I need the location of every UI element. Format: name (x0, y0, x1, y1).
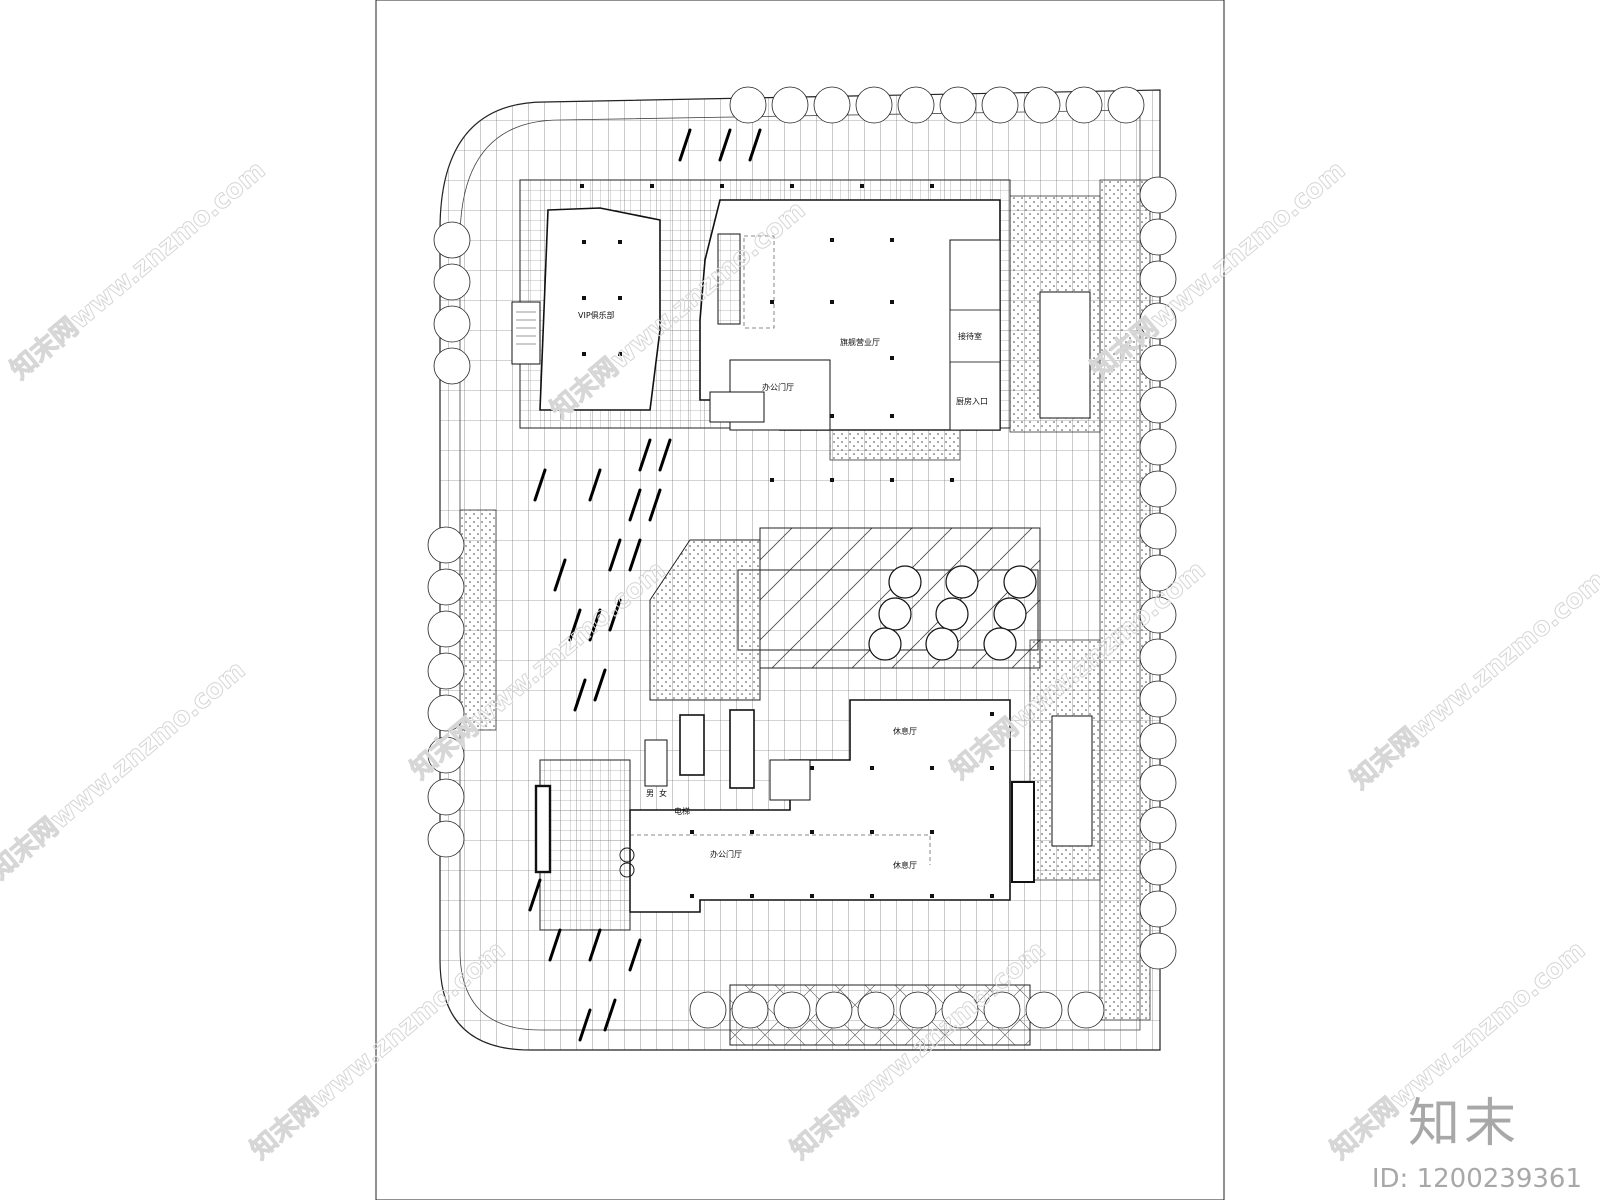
east-canopy-south (1051, 715, 1093, 847)
north-lift-lobby (709, 391, 765, 423)
decorative-paving-stripes (528, 128, 762, 1042)
central-plaza-walk (649, 539, 761, 701)
perimeter-trees-east (1139, 176, 1177, 970)
watermark-text: 知末网www.znzmo.com (5, 155, 271, 385)
watermark-text: 知末网www.znzmo.com (245, 935, 511, 1165)
label-kitchen-entrance: 厨房入口 (956, 396, 988, 406)
label-vip-club: VIP俱乐部 (578, 310, 615, 320)
image-id-label: ID: 1200239361 (1371, 1164, 1582, 1194)
label-flagship-hall: 旗舰营业厅 (840, 337, 880, 347)
column-grid-north (580, 184, 954, 482)
reception-room (949, 309, 1001, 363)
label-office-lobby-north: 办公门厅 (762, 382, 794, 392)
perimeter-trees-west (427, 221, 471, 858)
south-mezzanine-line (630, 834, 931, 865)
watermark-text: 知末网www.znzmo.com (1345, 565, 1600, 795)
site-inner-edge (459, 109, 1141, 1031)
perimeter-trees-south (689, 991, 1105, 1029)
column-grid-south (690, 712, 994, 898)
escalator (717, 233, 741, 325)
vip-stair (511, 301, 541, 365)
perimeter-trees-north (729, 86, 1145, 124)
south-core-middle (729, 709, 755, 789)
south-east-stair (1011, 781, 1035, 883)
watermark-text: 知末网www.znzmo.com (0, 655, 251, 885)
courtyard-trees (868, 565, 1037, 661)
label-reception-room: 接待室 (958, 331, 982, 341)
label-office-lobby-south: 办公门厅 (710, 849, 742, 859)
label-lounge-lower: 休息厅 (893, 860, 917, 870)
label-restroom-women: 女 (659, 788, 667, 798)
vip-club-building (539, 207, 661, 411)
west-planter (459, 509, 497, 731)
north-entry-planter (829, 429, 961, 461)
south-core-left (679, 714, 705, 776)
east-canopy-north (1039, 291, 1091, 419)
label-electric-room: 电梯 (674, 806, 690, 816)
label-restroom-men: 男 (646, 789, 654, 798)
label-lounge-upper: 休息厅 (893, 726, 917, 736)
entrance-canopy (534, 784, 552, 874)
south-west-stair (644, 739, 668, 787)
south-restroom-block (769, 759, 811, 801)
flagship-void (743, 235, 775, 329)
south-west-terrace (539, 759, 631, 931)
sheet-border (375, 0, 1225, 1200)
brand-logo: 知末 (1407, 1094, 1520, 1154)
